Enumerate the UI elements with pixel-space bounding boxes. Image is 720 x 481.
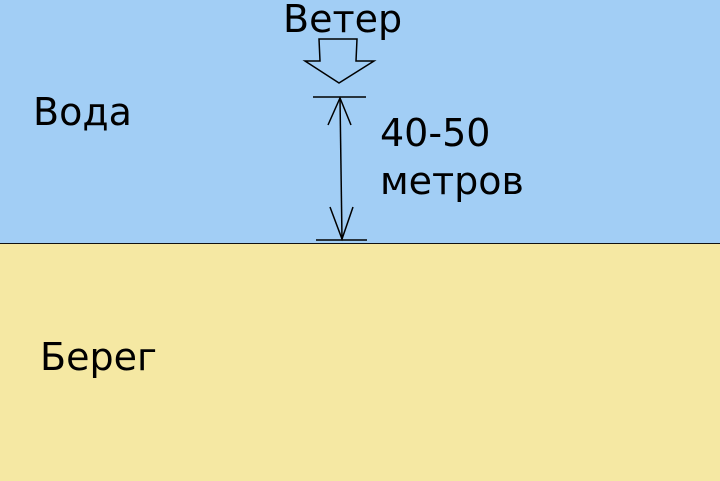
distance-line: [339, 97, 343, 240]
water-area: [0, 0, 720, 243]
arrowhead-up-icon: [327, 96, 352, 126]
wind-arrow-icon: [302, 38, 377, 84]
distance-unit-label: метров: [380, 159, 524, 203]
arrowhead-down-icon: [329, 206, 354, 242]
water-label: Вода: [33, 90, 132, 134]
distance-value-label: 40-50: [380, 111, 491, 155]
shore-label: Берег: [40, 335, 157, 379]
wind-label: Ветер: [283, 0, 403, 41]
shore-area: [0, 243, 720, 481]
